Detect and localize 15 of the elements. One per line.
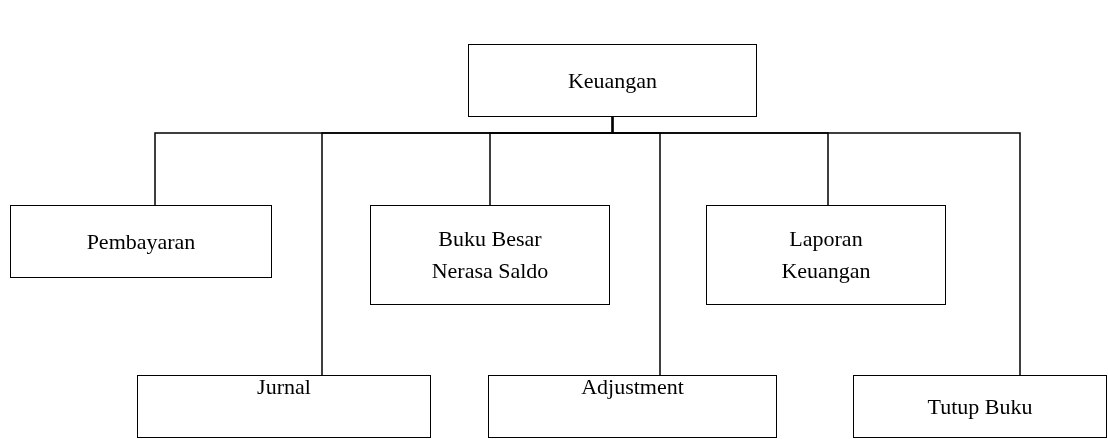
org-box — [10, 205, 272, 278]
box-label: Buku Besar Nerasa Saldo — [430, 225, 550, 285]
org-box — [137, 375, 431, 438]
connector-line — [611, 116, 1021, 376]
box-label: Jurnal — [257, 372, 311, 401]
org-box — [853, 375, 1107, 438]
org-box — [468, 44, 757, 117]
box-label: Laporan Keuangan — [780, 225, 872, 285]
org-box — [488, 375, 777, 438]
box-label: Tutup Buku — [927, 392, 1033, 421]
box-label: Keuangan — [567, 66, 658, 95]
org-box — [706, 205, 946, 305]
org-box — [370, 205, 610, 305]
box-label: Adjustment — [581, 372, 684, 401]
box-label: Pembayaran — [86, 227, 196, 256]
